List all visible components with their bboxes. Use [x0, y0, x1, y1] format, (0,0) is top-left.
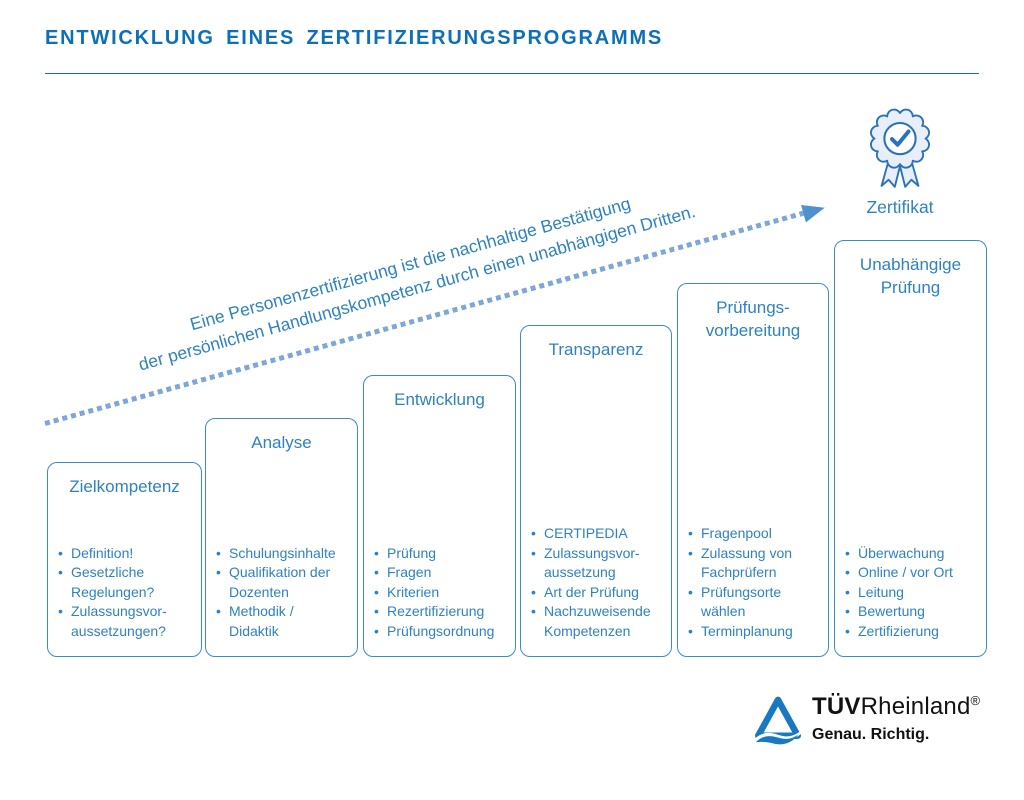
step-title: Transparenz: [548, 340, 644, 359]
bullet-item: Zulassungsvor-aussetzung: [531, 544, 661, 583]
certificate-target: Zertifikat: [850, 106, 950, 218]
bullet-item: Methodik / Didaktik: [216, 602, 347, 641]
bullet-item: Zulassungsvor-aussetzungen?: [58, 602, 191, 641]
bullet-item: Prüfungsorte wählen: [688, 583, 818, 622]
step-box-analyse: Analyse SchulungsinhalteQualifikation de…: [205, 418, 358, 657]
page-title: ENTWICKLUNG EINES ZERTIFIZIERUNGSPROGRAM…: [45, 27, 664, 49]
brand-tuv: TÜV: [812, 693, 861, 720]
bullet-item: Leitung: [845, 583, 976, 603]
step-bullet-list: SchulungsinhalteQualifikation der Dozent…: [216, 544, 347, 642]
step-title: Entwicklung: [394, 390, 485, 409]
bullet-item: Online / vor Ort: [845, 563, 976, 583]
certificate-badge-icon: [870, 108, 930, 188]
bullet-item: Qualifikation der Dozenten: [216, 563, 347, 602]
bullet-item: Fragenpool: [688, 524, 818, 544]
registered-mark-icon: ®: [970, 693, 981, 708]
brand-tagline: Genau. Richtig.: [812, 726, 930, 743]
bullet-item: Zertifizierung: [845, 622, 976, 642]
step-box-entwicklung: Entwicklung PrüfungFragenKriterienRezert…: [363, 375, 516, 657]
bullet-item: Prüfung: [374, 544, 505, 564]
bullet-item: Art der Prüfung: [531, 583, 661, 603]
bullet-item: Nachzuweisende Kompetenzen: [531, 602, 661, 641]
arrow-head-icon: [800, 198, 827, 222]
bullet-item: Überwachung: [845, 544, 976, 564]
title-divider: [45, 73, 979, 74]
logo-text-block: TÜVRheinland® Genau. Richtig.: [812, 693, 980, 744]
step-bullet-list: CERTIPEDIAZulassungsvor-aussetzungArt de…: [531, 524, 661, 641]
bullet-item: Prüfungsordnung: [374, 622, 505, 642]
brand-name: TÜVRheinland®: [812, 693, 980, 721]
bullet-item: Fragen: [374, 563, 505, 583]
step-bullet-list: FragenpoolZulassung von FachprüfernPrüfu…: [688, 524, 818, 641]
step-box-unabhaengige-pruefung: Unabhängige Prüfung ÜberwachungOnline / …: [834, 240, 987, 657]
step-box-pruefungsvorbereitung: Prüfungs-vorbereitung FragenpoolZulassun…: [677, 283, 829, 657]
step-bullet-list: Definition!Gesetzliche Regelungen?Zulass…: [58, 544, 191, 642]
step-title: Unabhängige Prüfung: [859, 255, 962, 297]
bullet-item: Rezertifizierung: [374, 602, 505, 622]
tuv-triangle-icon: [755, 696, 801, 745]
step-bullet-list: ÜberwachungOnline / vor OrtLeitungBewert…: [845, 544, 976, 642]
tuv-rheinland-logo: TÜVRheinland® Genau. Richtig.: [755, 693, 980, 747]
step-bullet-list: PrüfungFragenKriterienRezertifizierungPr…: [374, 544, 505, 642]
bullet-item: Gesetzliche Regelungen?: [58, 563, 191, 602]
certificate-label: Zertifikat: [866, 197, 934, 217]
bullet-item: Schulungsinhalte: [216, 544, 347, 564]
bullet-item: CERTIPEDIA: [531, 524, 661, 544]
bullet-item: Kriterien: [374, 583, 505, 603]
step-title: Zielkompetenz: [69, 477, 180, 496]
step-box-transparenz: Transparenz CERTIPEDIAZulassungsvor-auss…: [520, 325, 672, 657]
step-box-zielkompetenz: Zielkompetenz Definition!Gesetzliche Reg…: [47, 462, 202, 657]
step-title: Prüfungs-vorbereitung: [705, 298, 801, 340]
bullet-item: Terminplanung: [688, 622, 818, 642]
brand-rheinland: Rheinland: [860, 693, 971, 720]
bullet-item: Definition!: [58, 544, 191, 564]
bullet-item: Zulassung von Fachprüfern: [688, 544, 818, 583]
bullet-item: Bewertung: [845, 602, 976, 622]
step-title: Analyse: [251, 433, 312, 452]
